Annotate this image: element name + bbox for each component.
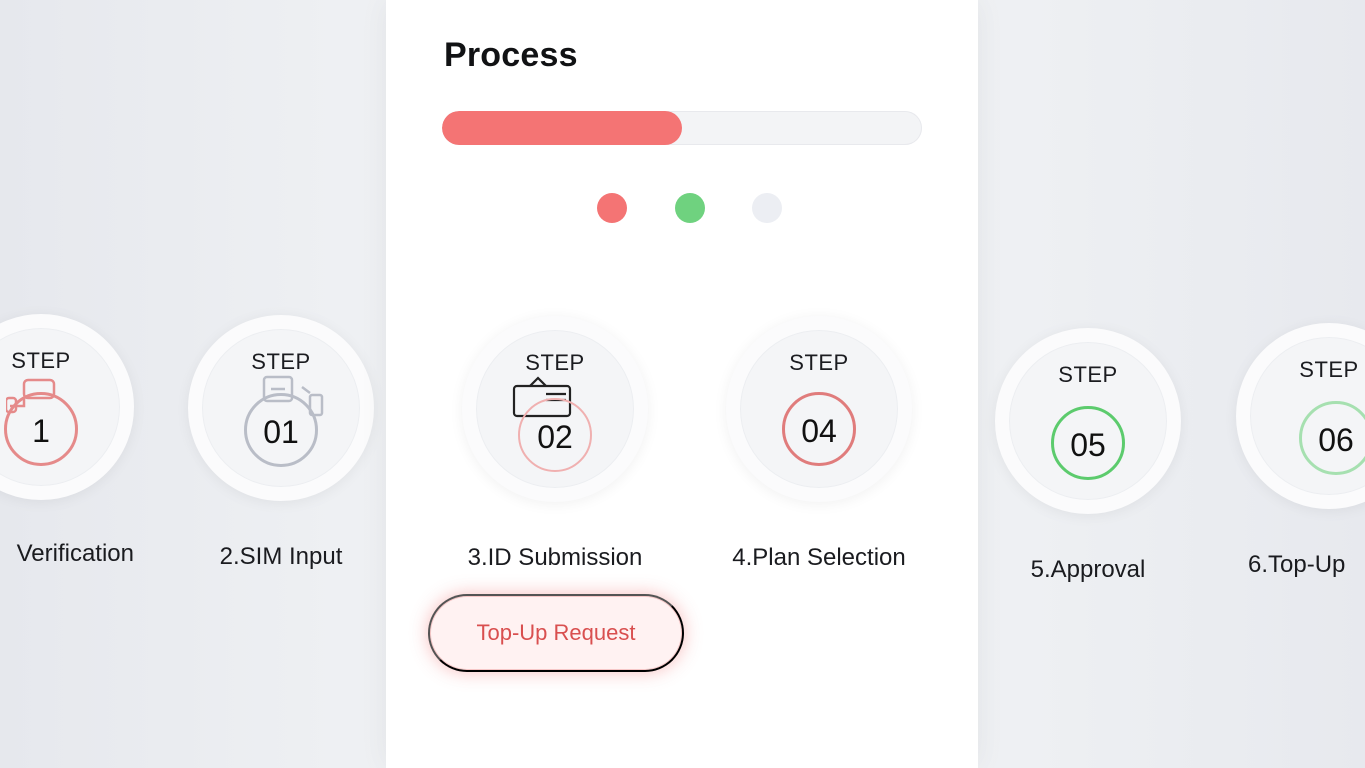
step-ring: STEP 06 bbox=[1236, 323, 1365, 509]
progress-fill bbox=[442, 111, 682, 145]
step-title: Verification bbox=[16, 540, 134, 567]
step-6[interactable]: STEP 06 6.Top-Up bbox=[1234, 323, 1365, 579]
step-number-circle: 05 bbox=[1051, 406, 1125, 480]
step-label: STEP bbox=[525, 350, 585, 375]
step-number: 05 bbox=[1070, 426, 1106, 463]
step-ring: STEP 04 bbox=[726, 316, 912, 502]
step-title: 3.ID Submission bbox=[467, 544, 643, 571]
step-number: 06 bbox=[1318, 421, 1354, 458]
step-number-circle: 02 bbox=[518, 398, 592, 472]
step-number-circle: 1 bbox=[4, 392, 78, 466]
step-title: 2.SIM Input bbox=[219, 543, 343, 570]
step-title: 5.Approval bbox=[1030, 556, 1146, 583]
step-number-circle: 06 bbox=[1299, 401, 1365, 475]
right-steps-panel: STEP 05 5.Approval STEP 06 6.Top-Up bbox=[978, 0, 1365, 768]
step-label: STEP bbox=[251, 349, 311, 374]
left-steps-panel: STEP 1 Verification STEP bbox=[0, 0, 386, 768]
top-up-request-button[interactable]: Top-Up Request bbox=[428, 594, 684, 672]
step-ring: STEP 01 bbox=[188, 315, 374, 501]
step-number: 1 bbox=[32, 412, 50, 449]
progress-bar bbox=[442, 111, 922, 145]
step-ring: STEP 1 bbox=[0, 314, 134, 500]
step-2[interactable]: STEP 01 2.SIM Input bbox=[186, 315, 376, 571]
step-label: STEP bbox=[789, 350, 849, 375]
step-number: 04 bbox=[801, 412, 837, 449]
step-number: 02 bbox=[537, 418, 573, 455]
step-1[interactable]: STEP 1 Verification bbox=[0, 314, 136, 568]
status-dots bbox=[597, 193, 797, 225]
step-5[interactable]: STEP 05 5.Approval bbox=[993, 328, 1183, 584]
status-dot-green[interactable] bbox=[675, 193, 705, 223]
step-ring: STEP 05 bbox=[995, 328, 1181, 514]
step-label: STEP bbox=[1299, 357, 1359, 382]
step-label: STEP bbox=[11, 348, 71, 373]
status-dot-red[interactable] bbox=[597, 193, 627, 223]
status-dot-grey[interactable] bbox=[752, 193, 782, 223]
step-number-circle: 01 bbox=[244, 393, 318, 467]
step-label: STEP bbox=[1058, 362, 1118, 387]
step-title: 4.Plan Selection bbox=[732, 544, 906, 571]
step-title: 6.Top-Up bbox=[1248, 551, 1346, 578]
step-number: 01 bbox=[263, 413, 299, 450]
step-number-circle: 04 bbox=[782, 392, 856, 466]
step-ring: STEP 02 bbox=[462, 316, 648, 502]
step-3[interactable]: STEP 02 3.ID Submission bbox=[460, 316, 650, 572]
step-4[interactable]: STEP 04 4.Plan Selection bbox=[724, 316, 914, 572]
page-title: Process bbox=[444, 36, 578, 74]
